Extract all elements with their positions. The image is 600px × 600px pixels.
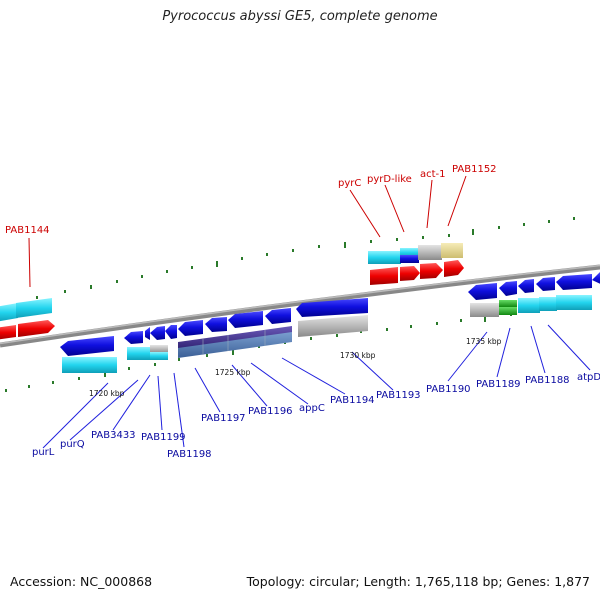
gene-pyrd-blue[interactable] [400, 255, 419, 263]
gene-pab1152-rna[interactable] [444, 260, 464, 277]
upper-right-cluster[interactable] [368, 243, 464, 285]
gene-pab1198-blue[interactable] [165, 325, 177, 339]
gene-pab1197-blue[interactable] [178, 320, 203, 336]
tick-label-1730: 1730 kbp [340, 351, 376, 360]
gene-pyrc-rna[interactable] [370, 267, 398, 285]
label-purq[interactable]: purQ [60, 439, 85, 450]
label-pab1194[interactable]: PAB1194 [330, 395, 375, 406]
gene-pab1189-green-2[interactable] [499, 307, 517, 315]
label-pab1196[interactable]: PAB1196 [248, 406, 293, 417]
label-pab1198[interactable]: PAB1198 [167, 449, 212, 460]
label-pab1190[interactable]: PAB1190 [426, 384, 471, 395]
gene-pab1190-pseudo[interactable] [470, 303, 499, 317]
tick-label-1720: 1720 kbp [89, 389, 125, 398]
leader-lines-top [28, 175, 467, 288]
gene-cds-left-1[interactable] [0, 303, 18, 322]
label-pab1144[interactable]: PAB1144 [5, 225, 50, 236]
gene-atpd-cds-2[interactable] [556, 295, 592, 310]
gene-rna-left-1[interactable] [0, 325, 16, 340]
gene-purq-blue[interactable] [124, 331, 143, 344]
label-purl[interactable]: purL [32, 447, 55, 458]
gene-pab3433-cds[interactable] [150, 352, 168, 360]
label-pab1189[interactable]: PAB1189 [476, 379, 521, 390]
gene-pab3433-blue[interactable] [145, 327, 150, 340]
gene-act1-pseudo[interactable] [418, 245, 442, 260]
gene-atpd-blue-2[interactable] [556, 274, 592, 290]
gene-purl-blue[interactable] [60, 336, 114, 356]
accession-text: Accession: NC_000868 [10, 574, 153, 589]
label-pyrc[interactable]: pyrC [338, 178, 361, 189]
gene-pab1199-blue[interactable] [150, 326, 165, 340]
tick-label-1725: 1725 kbp [215, 368, 251, 377]
gene-atpd-blue-1[interactable] [536, 277, 555, 291]
gene-rna-left-2[interactable] [18, 320, 55, 337]
label-pab1197[interactable]: PAB1197 [201, 413, 246, 424]
gene-appc-blue[interactable] [228, 311, 263, 328]
gene-pyrd-rna[interactable] [400, 266, 420, 281]
label-pab3433[interactable]: PAB3433 [91, 430, 136, 441]
gene-pab1194-blue[interactable] [265, 308, 291, 324]
label-atpd[interactable]: atpD [577, 372, 600, 383]
gene-pyrd-cds[interactable] [400, 248, 419, 257]
genome-summary-text: Topology: circular; Length: 1,765,118 bp… [246, 574, 590, 589]
gene-pab1193-blue[interactable] [296, 298, 368, 317]
upper-left-genes[interactable] [0, 298, 55, 340]
gene-act1-rna[interactable] [420, 263, 443, 279]
label-act1[interactable]: act-1 [420, 169, 446, 180]
label-pab1188[interactable]: PAB1188 [525, 375, 570, 386]
gene-pab3433-gray[interactable] [150, 345, 168, 353]
chart-title: Pyrococcus abyssi GE5, complete genome [162, 9, 438, 24]
gene-band-steel[interactable] [178, 332, 292, 358]
gene-pab1189-blue[interactable] [499, 281, 517, 296]
gene-pab1189-green-1[interactable] [499, 300, 517, 307]
tick-label-1735: 1735 kbp [466, 337, 502, 346]
label-pab1193[interactable]: PAB1193 [376, 390, 421, 401]
label-appc[interactable]: appC [299, 403, 325, 414]
gene-pab1190-blue[interactable] [468, 283, 497, 300]
gene-cds-left-2[interactable] [16, 298, 52, 318]
leader-lines-bottom [42, 324, 591, 449]
gene-purq-cds[interactable] [127, 347, 150, 360]
label-pab1199[interactable]: PAB1199 [141, 432, 186, 443]
gene-atpd-cds-1[interactable] [539, 297, 557, 311]
lower-genes[interactable] [60, 272, 600, 373]
gene-pab1188-blue[interactable] [518, 279, 534, 293]
genome-backbone-highlight [0, 264, 600, 345]
gene-atpd-blue-3[interactable] [592, 272, 600, 286]
tick-dots-upper [36, 217, 575, 299]
genome-backbone [0, 264, 600, 348]
gene-pab1196-blue[interactable] [205, 317, 227, 332]
gene-pab1152-khaki[interactable] [441, 243, 463, 258]
gene-pab1188-cds[interactable] [518, 298, 540, 313]
label-pab1152[interactable]: PAB1152 [452, 164, 497, 175]
gene-pab1193-pseudo[interactable] [298, 315, 368, 337]
label-pyrd-like[interactable]: pyrD-like [367, 174, 412, 185]
gene-pyrc-cds[interactable] [368, 251, 401, 264]
gene-purl-cds[interactable] [62, 357, 117, 373]
